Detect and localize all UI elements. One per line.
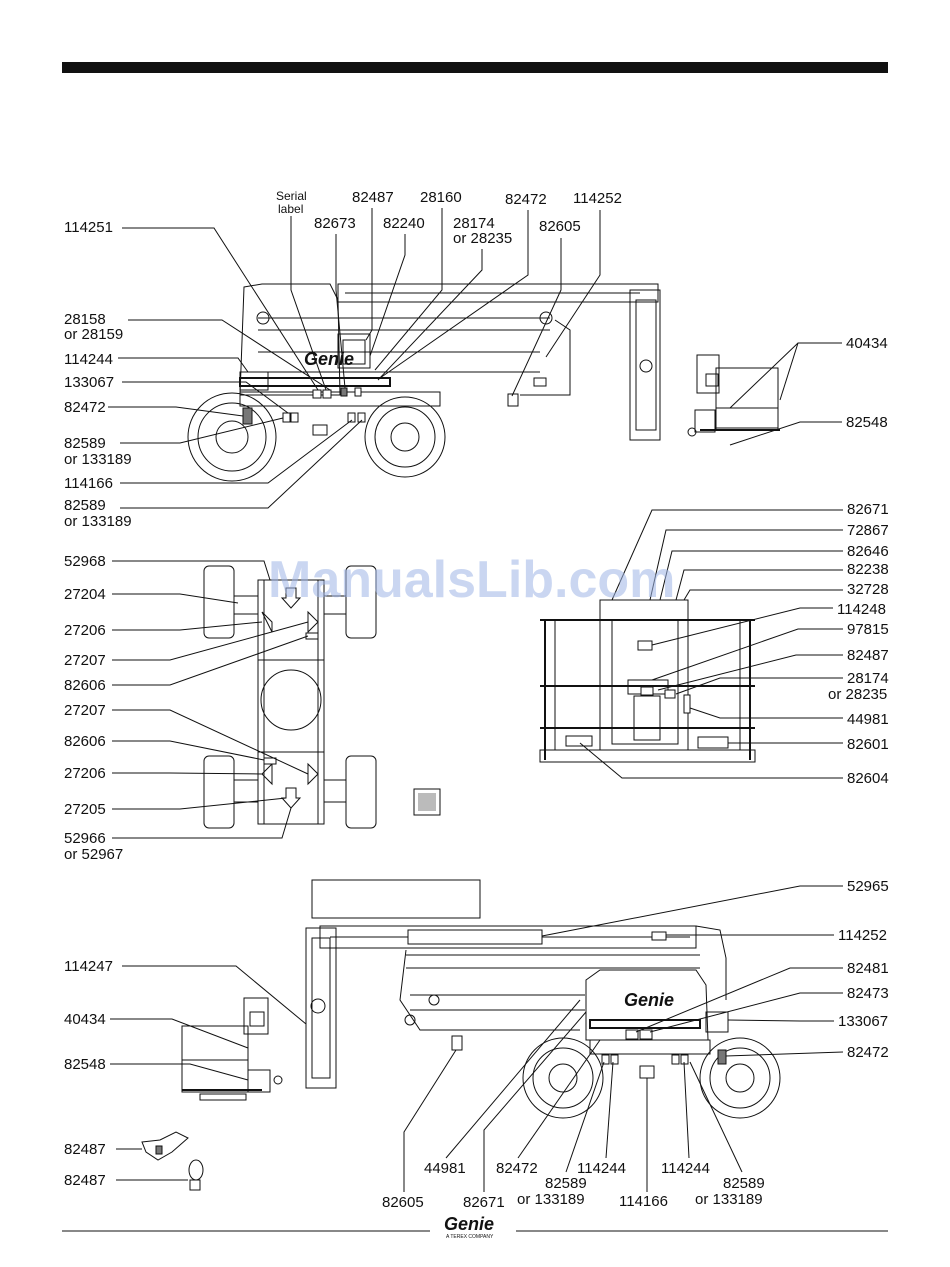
top-upper-leaders — [290, 208, 601, 397]
label-serial-2: label — [278, 202, 303, 216]
label-82646: 82646 — [847, 543, 889, 560]
label-114244: 114244 — [64, 351, 113, 368]
label-28235: or 28235 — [453, 230, 512, 247]
label-82487-plat: 82487 — [847, 647, 889, 664]
label-114166-b: 114166 — [619, 1193, 668, 1210]
label-114252-bottom: 114252 — [838, 927, 887, 944]
label-82604: 82604 — [847, 770, 889, 787]
bottom-right-labels: 52965 114252 82481 82473 133067 82472 — [541, 878, 889, 1061]
label-82589-c: 82589 — [545, 1175, 587, 1192]
label-82589-a: 82589 — [64, 435, 106, 452]
label-82589-c-alt: or 133189 — [517, 1191, 585, 1208]
label-82605: 82605 — [539, 218, 581, 235]
label-114251: 114251 — [64, 219, 113, 236]
label-40434-bottom: 40434 — [64, 1011, 106, 1028]
chassis-drawing — [203, 565, 441, 829]
label-114247: 114247 — [64, 958, 113, 975]
machine-logo-bottom: Genie — [624, 990, 674, 1010]
label-82589-b-alt: or 133189 — [64, 513, 132, 530]
chassis-leaders — [112, 560, 309, 839]
label-82472-b: 82472 — [496, 1160, 538, 1177]
label-82673: 82673 — [314, 215, 356, 232]
label-82472-top: 82472 — [505, 191, 547, 208]
label-82589-a-alt: or 133189 — [64, 451, 132, 468]
top-upper-labels: Serial label 82487 28160 82472 114252 82… — [276, 189, 622, 247]
label-28174-plat-alt: or 28235 — [828, 686, 887, 703]
label-114244-c: 114244 — [661, 1160, 710, 1177]
label-114248: 114248 — [837, 601, 886, 618]
label-27207-a: 27207 — [64, 652, 106, 669]
label-82589-d: 82589 — [723, 1175, 765, 1192]
top-left-labels: 114251 28158 or 28159 114244 133067 8247… — [64, 219, 132, 530]
platform-labels: 82671 72867 82646 82238 32728 114248 978… — [828, 501, 889, 787]
bottom-machine-drawing: Genie — [141, 879, 781, 1191]
top-right-labels: 40434 82548 — [729, 335, 888, 446]
machine-logo: Genie — [304, 349, 354, 369]
label-82240: 82240 — [383, 215, 425, 232]
label-82606-a: 82606 — [64, 677, 106, 694]
label-133067-bottom: 133067 — [838, 1013, 888, 1030]
label-114166: 114166 — [64, 475, 113, 492]
label-27206-a: 27206 — [64, 622, 106, 639]
top-machine-drawing: Genie — [187, 283, 780, 482]
label-44981-plat: 44981 — [847, 711, 889, 728]
label-82487-a: 82487 — [64, 1141, 106, 1158]
label-82671-plat: 82671 — [847, 501, 889, 518]
label-27205: 27205 — [64, 801, 106, 818]
chassis-labels: 52968 27204 27206 27207 82606 27207 8260… — [64, 553, 123, 863]
label-97815: 97815 — [847, 621, 889, 638]
platform-leaders — [579, 509, 843, 779]
label-82589-b: 82589 — [64, 497, 106, 514]
footer-tagline: A TEREX COMPANY — [446, 1234, 494, 1240]
label-28158: 28158 — [64, 311, 106, 328]
label-52968: 52968 — [64, 553, 106, 570]
label-82589-d-alt: or 133189 — [695, 1191, 763, 1208]
label-82487: 82487 — [352, 189, 394, 206]
label-82472: 82472 — [64, 399, 106, 416]
footer-logo: Genie — [444, 1214, 494, 1234]
bottom-left-labels: 114247 40434 82548 82487 82487 — [64, 958, 307, 1189]
label-82671-bottom: 82671 — [463, 1194, 505, 1211]
label-82606-b: 82606 — [64, 733, 106, 750]
label-82548-bottom: 82548 — [64, 1056, 106, 1073]
label-52965: 52965 — [847, 878, 889, 895]
label-82487-b: 82487 — [64, 1172, 106, 1189]
footer: Genie A TEREX COMPANY — [62, 1214, 888, 1240]
label-40434-top: 40434 — [846, 335, 888, 352]
watermark: ManualsLib.com — [268, 551, 675, 609]
label-44981-bottom: 44981 — [424, 1160, 466, 1177]
label-32728: 32728 — [847, 581, 889, 598]
platform-drawing — [539, 599, 756, 763]
top-left-leaders — [108, 227, 363, 509]
label-52966: 52966 — [64, 830, 106, 847]
label-28158-alt: or 28159 — [64, 326, 123, 343]
label-133067: 133067 — [64, 374, 114, 391]
label-27207-b: 27207 — [64, 702, 106, 719]
label-27206-b: 27206 — [64, 765, 106, 782]
label-82473: 82473 — [847, 985, 889, 1002]
label-82472-bottom: 82472 — [847, 1044, 889, 1061]
label-114244-b: 114244 — [577, 1160, 626, 1177]
label-82481: 82481 — [847, 960, 889, 977]
label-28160: 28160 — [420, 189, 462, 206]
label-114252-top: 114252 — [573, 190, 622, 207]
label-28174-plat: 28174 — [847, 670, 889, 687]
label-27204: 27204 — [64, 586, 106, 603]
label-82601: 82601 — [847, 736, 889, 753]
bottom-lower-labels: 44981 82472 82589 or 133189 114244 11416… — [382, 999, 765, 1211]
label-82238: 82238 — [847, 561, 889, 578]
label-serial: Serial — [276, 189, 307, 203]
label-82548-top: 82548 — [846, 414, 888, 431]
label-82605-bottom: 82605 — [382, 1194, 424, 1211]
label-28174: 28174 — [453, 215, 495, 232]
label-72867: 72867 — [847, 522, 889, 539]
label-52966-alt: or 52967 — [64, 846, 123, 863]
header-bar — [62, 62, 888, 73]
